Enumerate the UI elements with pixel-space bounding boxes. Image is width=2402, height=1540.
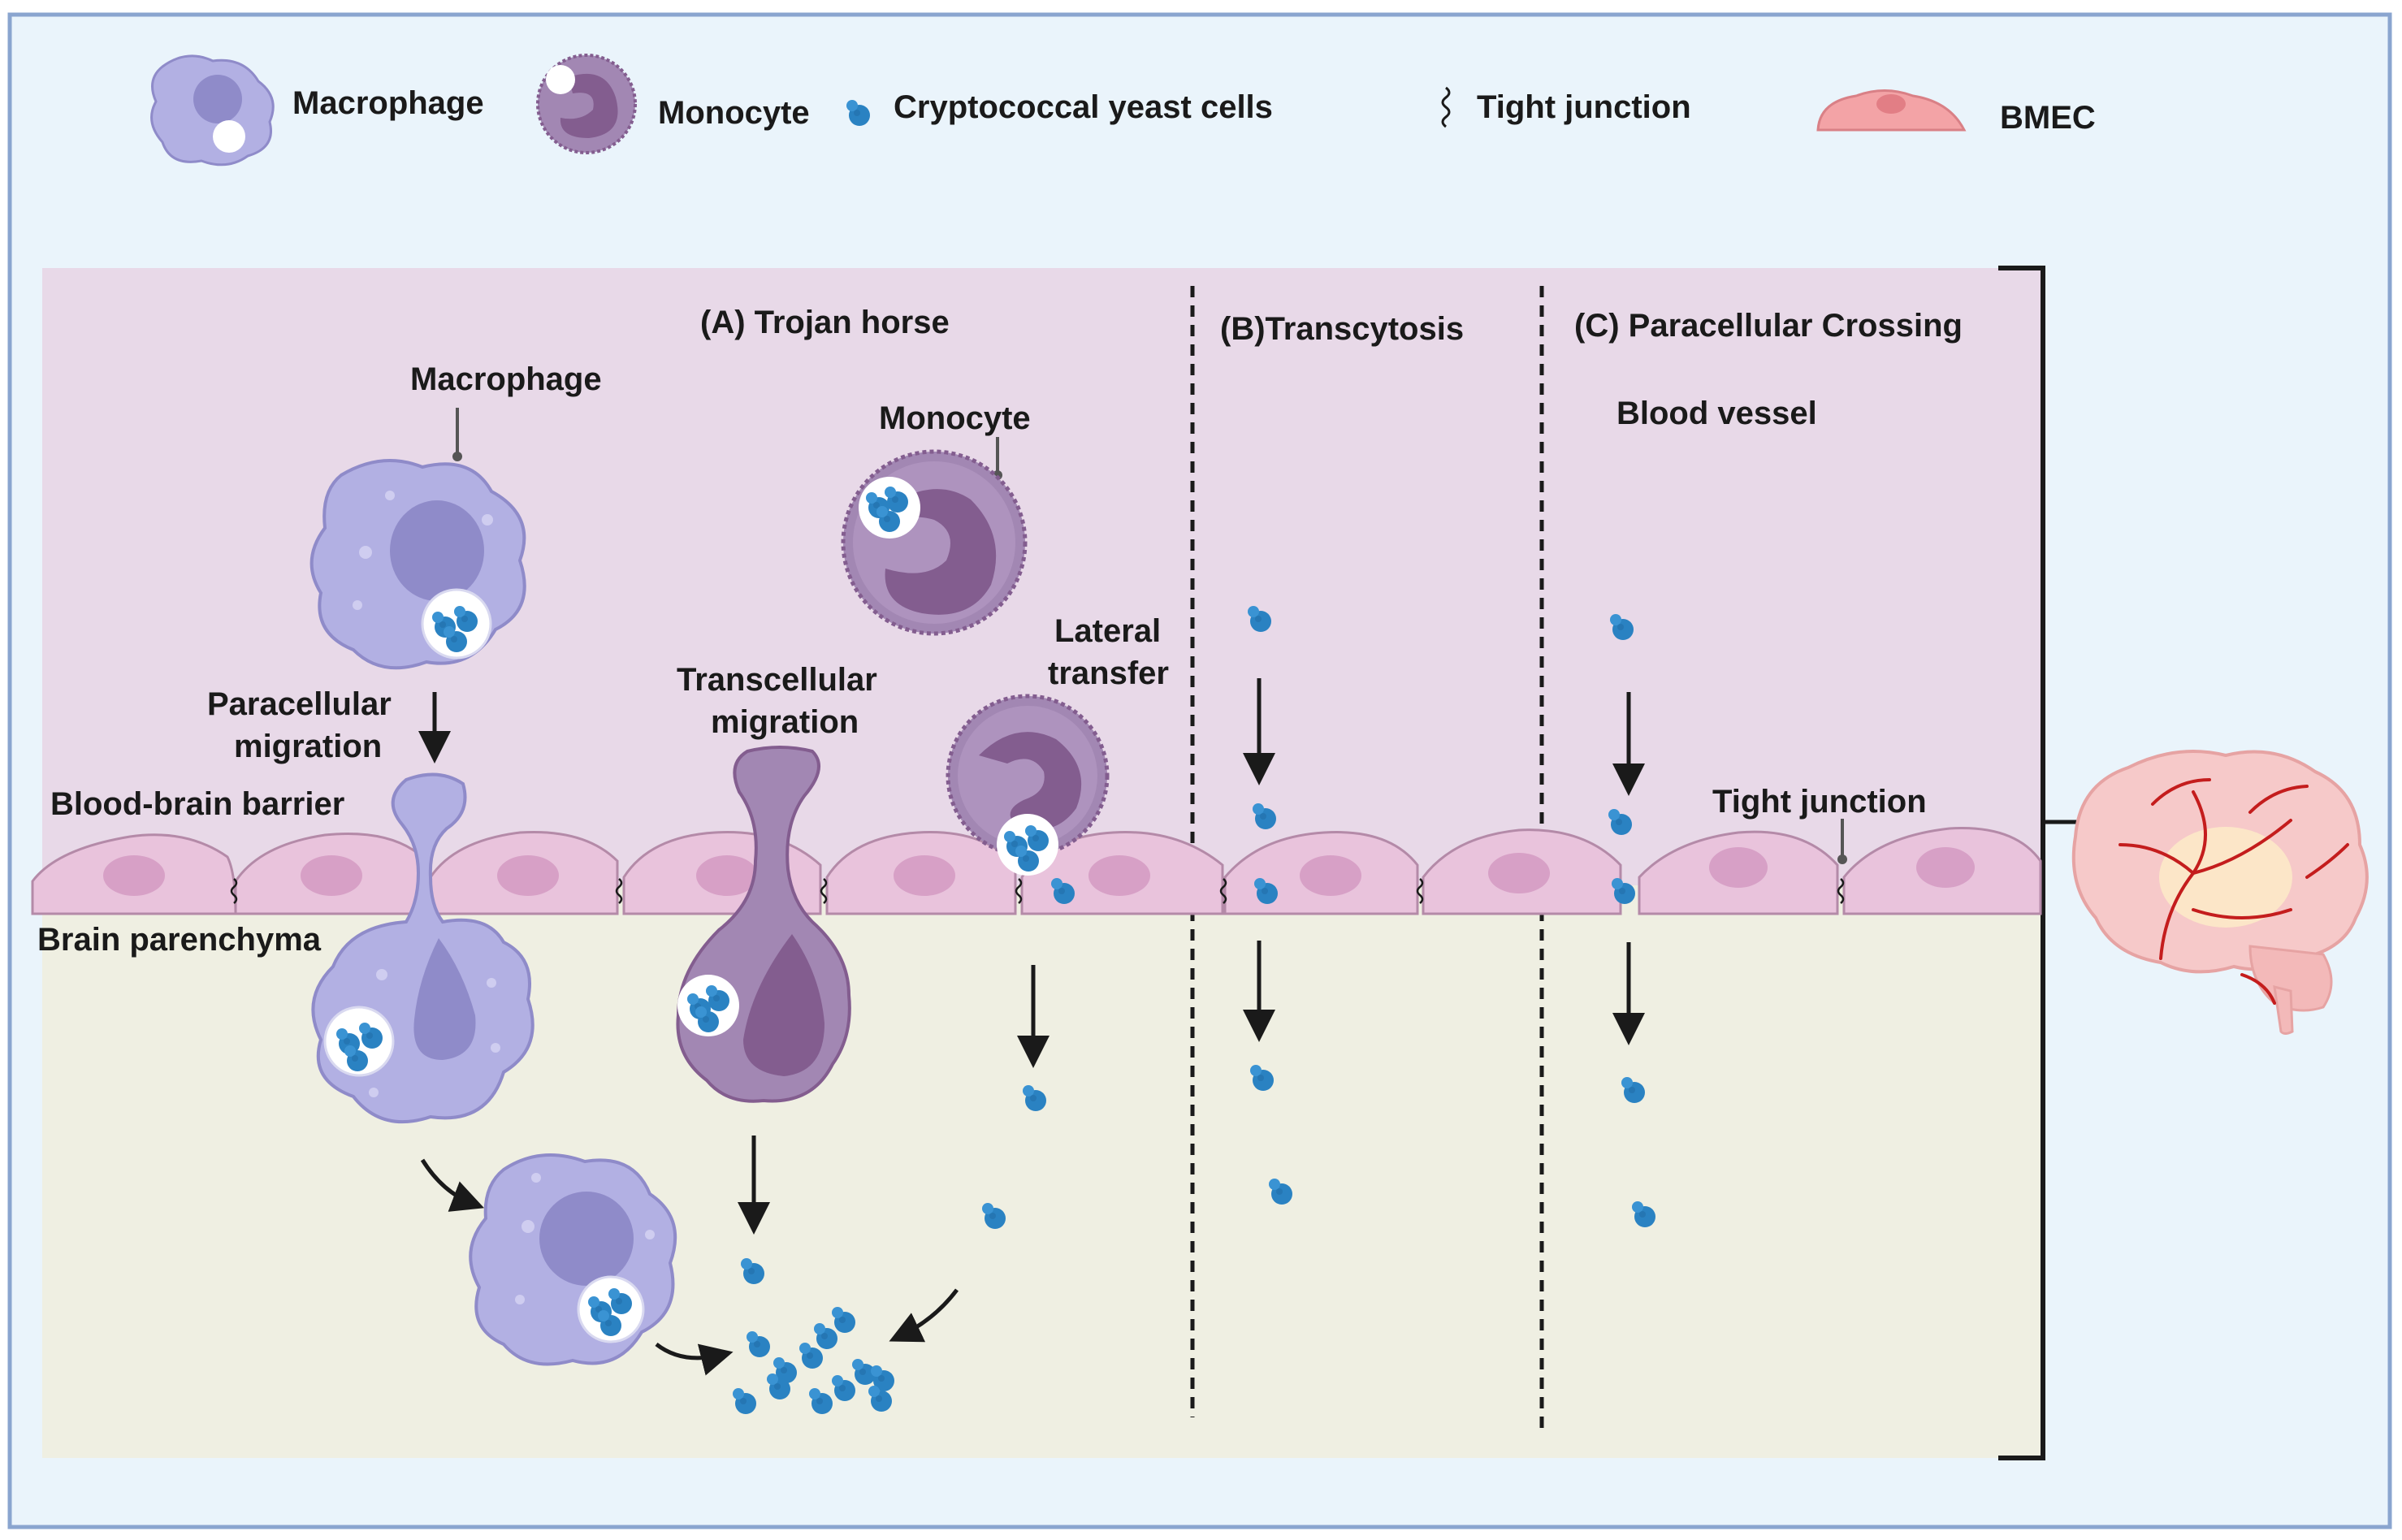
label-lateral-transfer-line2: transfer [1048, 655, 1169, 691]
label-tight-junction: Tight junction [1712, 784, 1927, 820]
section-transcytosis: (B)Transcytosis [1220, 311, 1464, 347]
macrophage-crossing [311, 772, 534, 1124]
label-transcellular-migration-line2: migration [711, 704, 859, 740]
legend-bmec-icon [1816, 89, 1967, 132]
label-macrophage: Macrophage [410, 361, 602, 397]
label-paracellular-migration-line2: migration [234, 729, 382, 764]
legend-bmec-label: BMEC [2000, 100, 2096, 136]
label-monocyte: Monocyte [879, 400, 1031, 436]
pointer-tight-junction-dot [1837, 854, 1847, 864]
legend-monocyte-icon [536, 54, 637, 154]
arrow-macrophage-to-brain [420, 1158, 485, 1212]
label-blood-vessel: Blood vessel [1616, 396, 1817, 431]
legend-tight-junction-label: Tight junction [1477, 89, 1691, 125]
legend-macrophage-label: Macrophage [292, 85, 484, 121]
macrophage-vessel [309, 459, 526, 670]
arrow-lateral-to-cluster [889, 1288, 959, 1343]
monocyte-lateral-transfer [946, 694, 1110, 876]
label-paracellular-migration-line1: Paracellular [207, 686, 392, 722]
label-transcellular-migration-line1: Transcellular [677, 662, 877, 698]
monocyte-transcellular [676, 746, 851, 1103]
legend: Macrophage Monocyte Cryptococcal yeast c… [150, 54, 2096, 167]
label-blood-brain-barrier: Blood-brain barrier [50, 786, 344, 822]
pointer-macrophage-dot [452, 452, 462, 461]
brain-illustration [2071, 750, 2369, 1035]
bmec-barrier [31, 827, 2042, 915]
legend-macrophage-icon [150, 54, 275, 167]
label-brain-parenchyma: Brain parenchyma [37, 922, 322, 958]
section-paracellular-crossing: (C) Paracellular Crossing [1574, 308, 1963, 344]
legend-tight-junction-icon [1441, 86, 1451, 128]
section-trojan-horse: (A) Trojan horse [700, 305, 950, 340]
bracket [1998, 266, 2045, 1460]
legend-yeast-label: Cryptococcal yeast cells [894, 89, 1273, 125]
legend-monocyte-label: Monocyte [658, 95, 810, 131]
macrophage-brain [469, 1153, 677, 1366]
monocyte-vessel [841, 449, 1028, 636]
arrow-macrophage-release [655, 1343, 734, 1376]
label-lateral-transfer-line1: Lateral [1054, 613, 1161, 649]
